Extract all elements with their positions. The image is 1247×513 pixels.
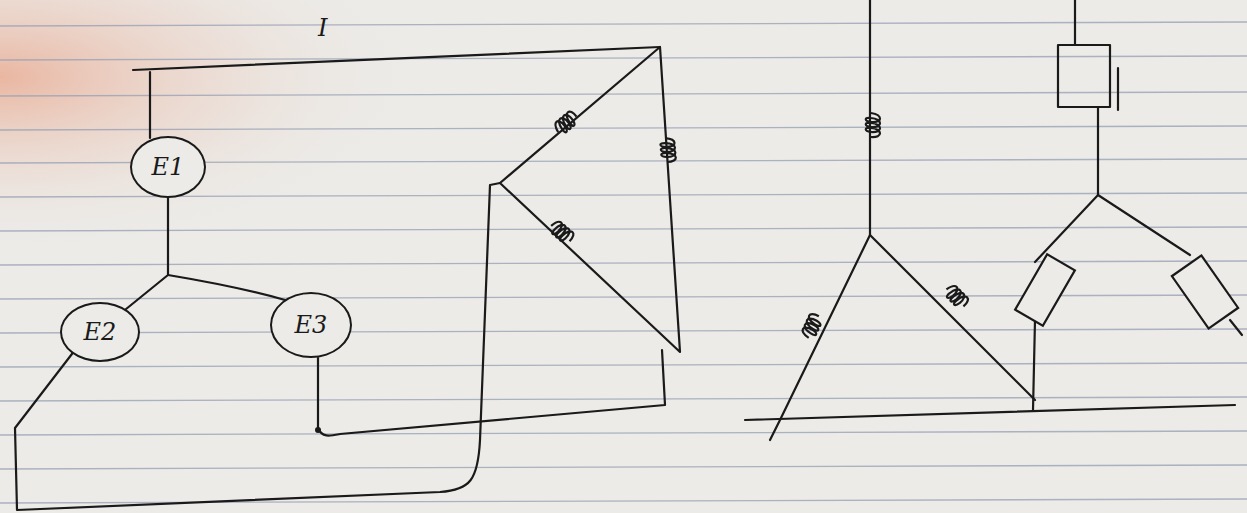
generator-circle: E1 bbox=[130, 136, 206, 198]
current-label: I bbox=[318, 14, 327, 42]
generator-circle: E2 bbox=[60, 302, 140, 362]
phase-label: E3 bbox=[295, 311, 328, 339]
phase-label: E1 bbox=[152, 153, 185, 181]
generator-circle: E3 bbox=[270, 292, 352, 358]
phase-label: E2 bbox=[84, 318, 117, 346]
